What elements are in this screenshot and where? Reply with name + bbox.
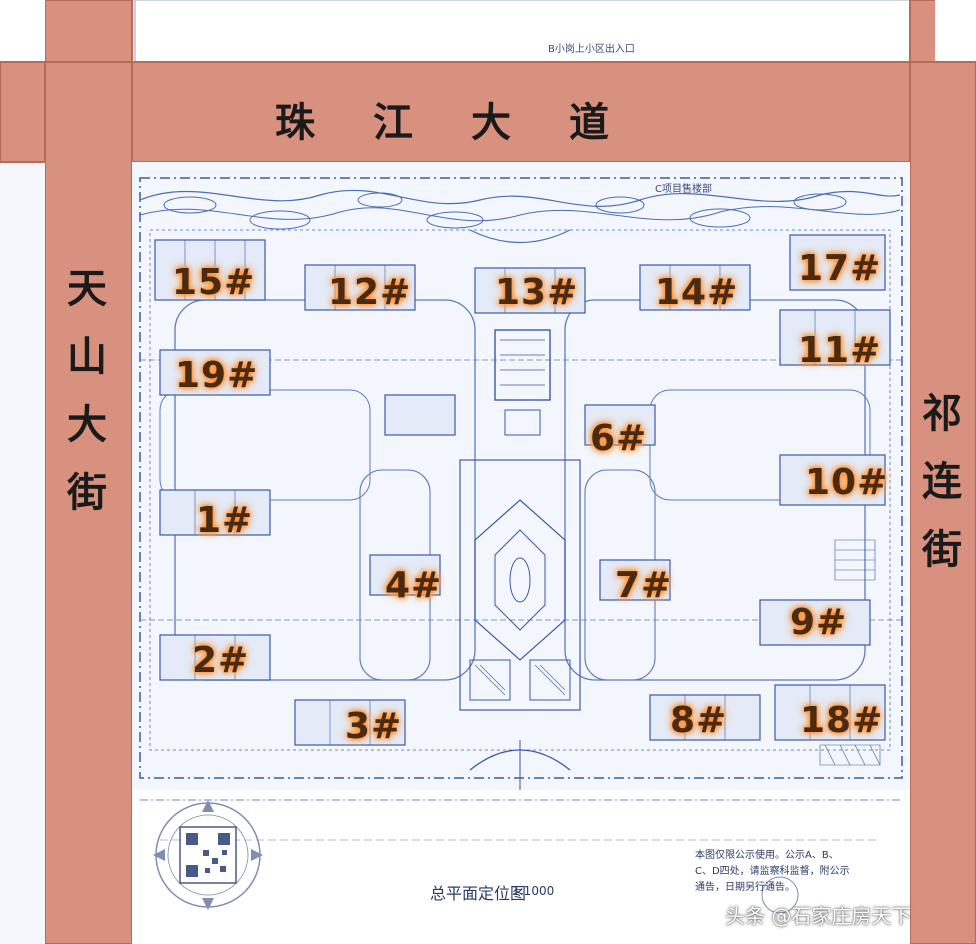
watermark: 头条 @石家庄房天下 [725,904,912,928]
building-4-label: 4# [385,565,443,606]
building-7-label: 7# [615,565,673,606]
building-10-label: 10# [805,462,889,503]
entrance-label: B小岗上小区出入口 [548,44,635,55]
road-name-west: 天 山 大 街 [67,265,107,516]
road-name-east: 祁 连 街 [922,390,962,573]
building-18-label: 18# [800,700,884,741]
building-9-label: 9# [790,602,848,643]
plan-title: 总平面定位图 [430,884,527,903]
seal-mark [761,876,799,914]
road-name-north: 珠江大道 [275,99,667,146]
notice-text: 本图仅限公示使用。公示A、B、C、D四处，请监察科监督，附公示通告，日期另行通告… [695,850,850,893]
building-17-label: 17# [798,248,882,289]
building-2-label: 2# [192,640,250,681]
building-15-label: 15# [172,262,256,303]
building-14-label: 14# [655,272,739,313]
qr-code-panel [153,800,263,910]
building-11-label: 11# [798,330,882,371]
building-8-label: 8# [670,700,728,741]
building-1-label: 1# [196,500,254,541]
building-19-label: 19# [175,355,259,396]
building-6-label: 6# [590,418,648,459]
sales-office-label: C项目售楼部 [655,184,712,195]
building-13-label: 13# [495,272,579,313]
building-12-label: 12# [328,272,412,313]
building-3-label: 3# [345,706,403,747]
plan-scale: 1:1000 [512,884,555,898]
